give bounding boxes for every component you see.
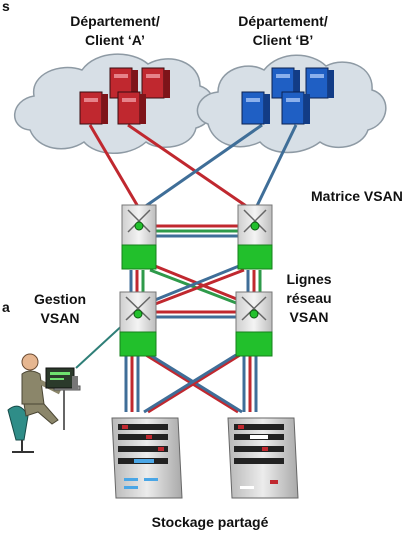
dept-a-line2: Client ‘A’: [85, 32, 145, 48]
server-icon: [141, 67, 170, 99]
mgmt-label: Gestion VSAN: [24, 290, 96, 328]
operator-workstation-icon: [7, 353, 81, 453]
dept-b-line2: Client ‘B’: [252, 32, 314, 48]
switch-icon-bottom-right: [235, 291, 273, 357]
mgmt-line1: Gestion: [33, 291, 87, 307]
server-icon: [109, 67, 138, 99]
server-icon: [79, 91, 108, 125]
storage-label: Stockage partagé: [151, 514, 269, 530]
dept-a-label: Département/ Client ‘A’: [60, 12, 170, 50]
lines-line3: VSAN: [289, 309, 329, 325]
dept-b-label: Département/ Client ‘B’: [228, 12, 338, 50]
servers-dept-b: [241, 67, 334, 125]
server-icon: [271, 67, 300, 99]
server-icon: [305, 67, 334, 99]
storage-array-icon-left: [111, 417, 183, 499]
storage-array-icon-right: [227, 417, 299, 499]
mgmt-line2: VSAN: [40, 310, 80, 326]
matrix-label: Matrice VSAN: [311, 188, 403, 204]
dept-a-line1: Département/: [70, 13, 160, 29]
left-edge-a-text: a: [2, 299, 10, 315]
servers-dept-a: [79, 67, 170, 125]
network-lines: [75, 123, 298, 414]
left-edge-s-text: s: [2, 0, 10, 14]
switch-icon-top-left: [121, 204, 157, 270]
lines-line2: réseau: [286, 290, 332, 306]
server-icon: [281, 91, 310, 125]
server-icon: [117, 91, 146, 125]
switch-icon-bottom-left: [119, 291, 157, 357]
server-icon: [241, 91, 270, 125]
dept-b-line1: Département/: [238, 13, 328, 29]
lines-label: Lignes réseau VSAN: [280, 270, 338, 327]
lines-line1: Lignes: [286, 271, 332, 287]
switch-icon-top-right: [237, 204, 273, 270]
